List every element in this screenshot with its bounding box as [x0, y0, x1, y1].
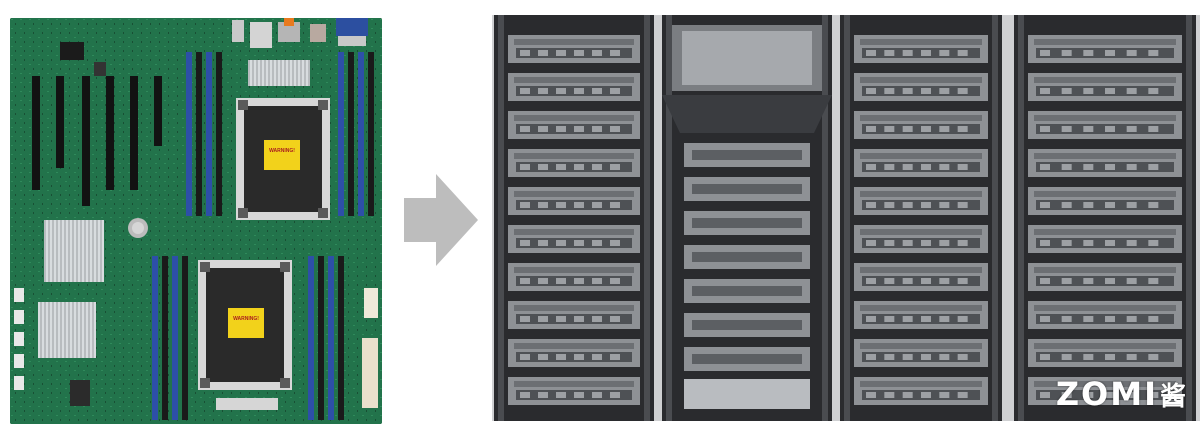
- motherboard-drawing: WARNING!: [10, 18, 382, 424]
- server-racks-drawing: [492, 15, 1200, 421]
- logo: ZOMI 酱: [1056, 375, 1186, 413]
- server-racks-photo: ZOMI 酱: [492, 15, 1200, 421]
- server-motherboard-image: WARNING!: [10, 18, 382, 424]
- warning-label-bottom: WARNING!: [233, 316, 259, 322]
- logo-text: ZOMI: [1055, 375, 1158, 413]
- logo-glyph: 酱: [1159, 381, 1186, 412]
- warning-label-top: WARNING!: [269, 148, 295, 154]
- right-arrow-icon: [404, 174, 478, 266]
- server-unit: [684, 379, 810, 409]
